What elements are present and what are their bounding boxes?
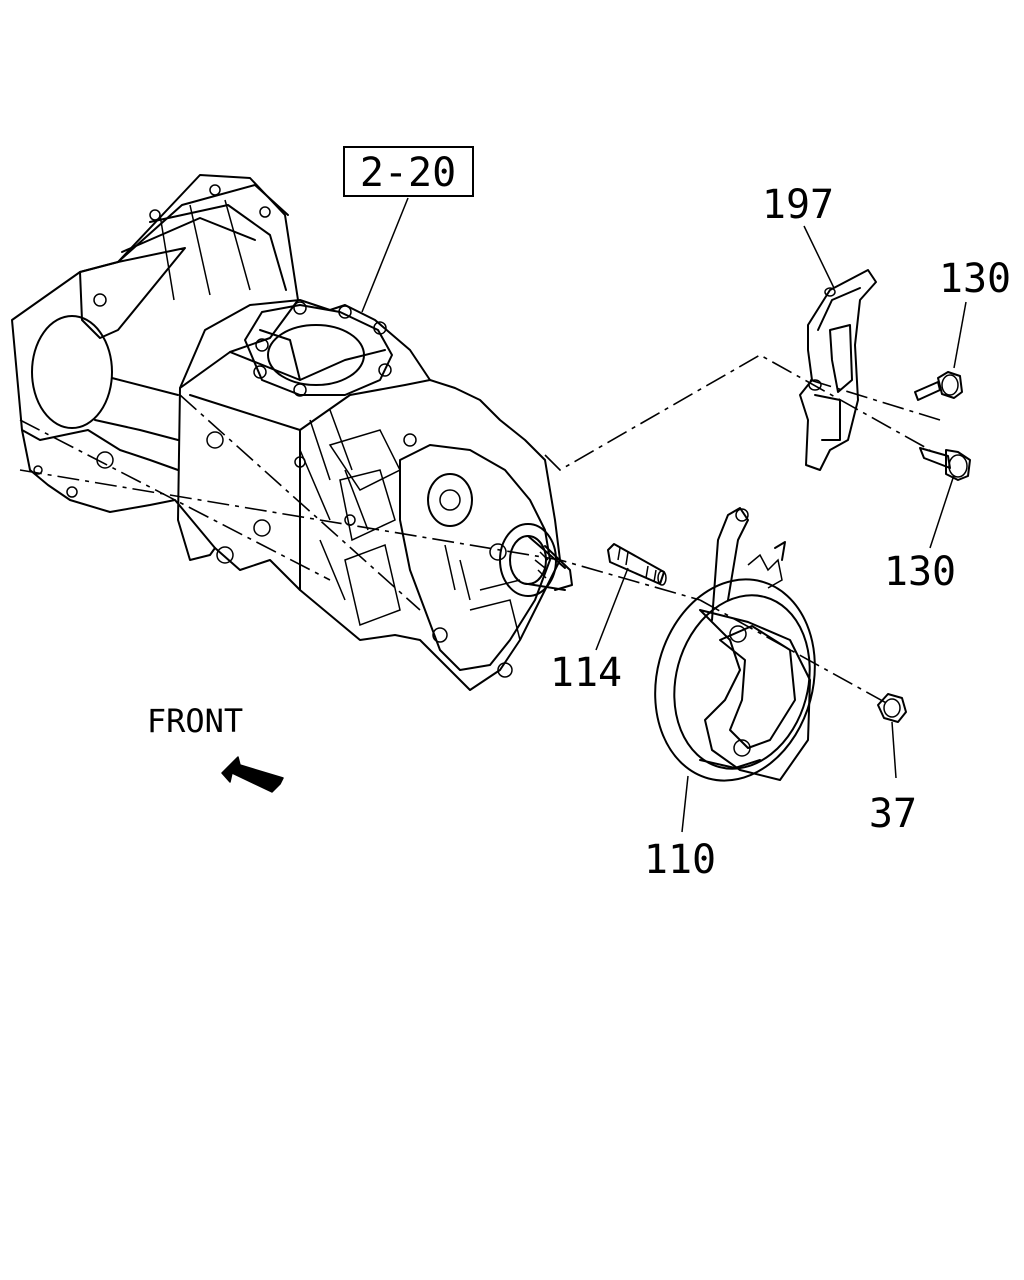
nut-part [877, 693, 907, 723]
stud-part [607, 543, 667, 586]
callout-197: 197 [762, 182, 834, 228]
callout-37: 37 [869, 791, 917, 837]
callout-130-upper: 130 [939, 256, 1011, 302]
front-label: FRONT [147, 702, 243, 740]
brake-assembly-part [654, 507, 816, 782]
leader-lines [361, 197, 967, 833]
callout-110: 110 [644, 837, 716, 883]
bolt-lower-part [919, 447, 971, 481]
bolt-upper-part [914, 371, 963, 401]
arrow-up-left-icon [221, 756, 284, 793]
reference-label: 2-20 [360, 150, 456, 196]
alignment-lines [19, 354, 941, 706]
transmission-assembly [11, 174, 573, 691]
front-indicator: FRONT [147, 702, 284, 793]
reference-box: 2-20 [343, 146, 474, 197]
callout-130-lower: 130 [884, 549, 956, 595]
callout-114: 114 [550, 650, 622, 696]
bracket-part [799, 269, 877, 471]
